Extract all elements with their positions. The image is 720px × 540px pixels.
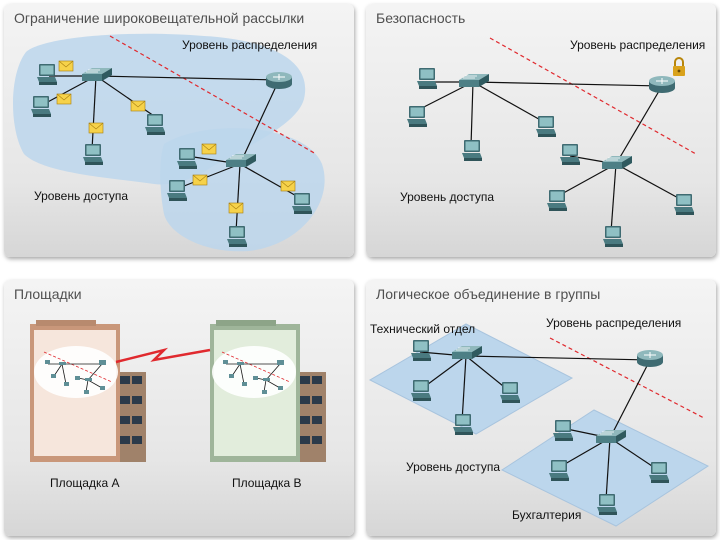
pc-icon xyxy=(411,340,431,361)
pc-icon xyxy=(407,106,427,127)
pc-icon xyxy=(649,462,669,483)
accounting-group-zone xyxy=(500,409,710,527)
switch-icon xyxy=(458,73,490,88)
envelope-icon xyxy=(130,100,146,112)
pc-icon xyxy=(227,226,247,247)
panel-title: Безопасность xyxy=(376,10,466,26)
pc-icon xyxy=(145,114,165,135)
pc-icon xyxy=(560,144,580,165)
panel-title: Логическое объединение в группы xyxy=(376,286,601,302)
sites-diagram xyxy=(30,320,326,462)
access-layer-label: Уровень доступа xyxy=(34,189,129,203)
distribution-layer-label: Уровень распределения xyxy=(546,316,682,330)
panel-title: Ограничение широковещательной рассылки xyxy=(14,10,305,26)
pc-icon xyxy=(462,140,482,161)
switch-icon xyxy=(601,155,633,170)
envelope-icon xyxy=(88,122,104,134)
pc-icon xyxy=(674,194,694,215)
pc-icon xyxy=(597,494,617,515)
tech-department-label: Технический отдел xyxy=(370,322,476,336)
pc-icon xyxy=(453,414,473,435)
access-layer-label: Уровень доступа xyxy=(406,460,501,474)
router-icon xyxy=(265,71,293,90)
broadcast-diagram xyxy=(12,33,325,252)
access-zone xyxy=(160,128,325,252)
pc-icon xyxy=(177,148,197,169)
wan-link-icon xyxy=(115,347,211,364)
envelope-icon xyxy=(56,93,72,105)
security-panel: Безопасность Уровень распределения Урове… xyxy=(366,4,716,257)
lock-icon xyxy=(672,57,686,77)
pc-icon xyxy=(411,380,431,401)
distribution-layer-label: Уровень распределения xyxy=(570,38,706,52)
grouping-diagram xyxy=(368,323,710,527)
pc-icon xyxy=(549,460,569,481)
router-icon xyxy=(636,349,664,368)
sites-panel: Площадки Площадка А Площадка В xyxy=(4,280,354,536)
distribution-layer-label: Уровень распределения xyxy=(182,38,318,52)
panel-title: Площадки xyxy=(14,286,82,302)
pc-icon xyxy=(37,64,57,85)
envelope-icon xyxy=(192,174,208,186)
pc-icon xyxy=(536,116,556,137)
pc-icon xyxy=(31,96,51,117)
envelope-icon xyxy=(201,143,217,155)
pc-icon xyxy=(83,144,103,165)
building-icon xyxy=(210,320,326,462)
grouping-panel: Логическое объединение в группы Техничес… xyxy=(366,280,716,536)
router-icon xyxy=(648,75,676,94)
pc-icon xyxy=(292,193,312,214)
envelope-icon xyxy=(58,60,74,72)
site-b-label: Площадка В xyxy=(232,476,302,490)
building-icon xyxy=(30,320,146,462)
pc-icon xyxy=(547,190,567,211)
envelope-icon xyxy=(228,202,244,214)
site-a-label: Площадка А xyxy=(50,476,120,490)
access-layer-label: Уровень доступа xyxy=(400,190,495,204)
pc-icon xyxy=(603,226,623,247)
pc-icon xyxy=(167,180,187,201)
security-diagram xyxy=(407,37,697,247)
pc-icon xyxy=(417,68,437,89)
accounting-label: Бухгалтерия xyxy=(512,508,582,522)
pc-icon xyxy=(500,382,520,403)
broadcast-panel: Ограничение широковещательной рассылки У… xyxy=(4,4,354,257)
envelope-icon xyxy=(280,180,296,192)
pc-icon xyxy=(553,420,573,441)
